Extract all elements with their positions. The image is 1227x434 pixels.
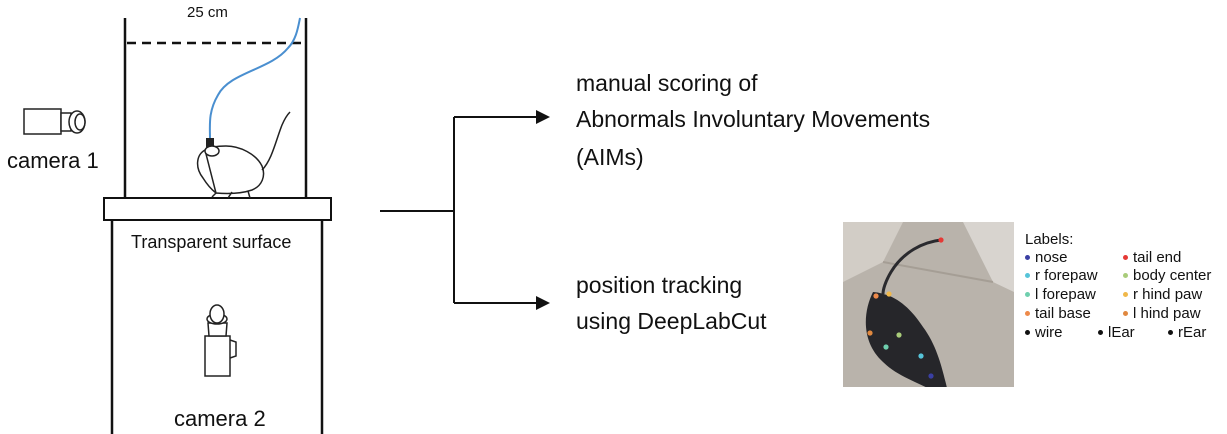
legend-title: Labels:	[1025, 231, 1074, 248]
legend-item-l-forepaw: l forepaw	[1025, 286, 1096, 303]
arrow-head-manual	[536, 110, 550, 124]
branch-arrows	[380, 110, 550, 310]
legend-dot-icon	[1123, 254, 1128, 260]
legend-item-wire: wire	[1025, 324, 1063, 341]
manual-scoring-line3: (AIMs)	[576, 144, 644, 170]
legend-item-l-hind-paw: l hind paw	[1123, 305, 1201, 322]
surface-label: Transparent surface	[131, 232, 292, 252]
transparent-platform	[103, 197, 332, 221]
camera-2-label: camera 2	[174, 406, 266, 431]
legend-dot-icon	[1025, 272, 1030, 278]
legend-item-tail-end: tail end	[1123, 249, 1181, 266]
legend-item-label: lEar	[1108, 324, 1135, 341]
legend-item-label: l forepaw	[1035, 286, 1096, 303]
legend-dot-icon	[1025, 310, 1030, 316]
legend-item-label: r forepaw	[1035, 267, 1098, 284]
legend-item-label: tail end	[1133, 249, 1182, 266]
legend-item-label: body center	[1133, 267, 1212, 284]
mouse-drawing	[196, 111, 291, 199]
legend-item-nose: nose	[1025, 249, 1068, 266]
legend-item-rear: rEar	[1168, 324, 1206, 341]
legend-item-r-forepaw: r forepaw	[1025, 267, 1098, 284]
legend-dot-icon	[1025, 329, 1030, 335]
head-mount-connector	[206, 138, 214, 148]
legend-item-tail-base: tail base	[1025, 305, 1091, 322]
legend-dot-icon	[1123, 291, 1128, 297]
legend-dot-icon	[1168, 329, 1173, 335]
legend-item-label: wire	[1035, 324, 1063, 341]
legend-item-lear: lEar	[1098, 324, 1135, 341]
camera-1-icon	[23, 108, 86, 135]
tracking-line2: using DeepLabCut	[576, 308, 767, 334]
legend-dot-icon	[1025, 291, 1030, 297]
legend-item-label: rEar	[1178, 324, 1207, 341]
tracking-photo-svg	[843, 222, 1014, 387]
tracking-line1: position tracking	[576, 272, 743, 298]
camera-2-icon	[204, 304, 237, 377]
manual-scoring-line1: manual scoring of	[576, 70, 758, 96]
legend-item-label: l hind paw	[1133, 305, 1201, 322]
legend-item-body-center: body center	[1123, 267, 1211, 284]
legend-item-label: tail base	[1035, 305, 1091, 322]
legend-item-label: r hind paw	[1133, 286, 1203, 303]
legend-item-label: nose	[1035, 249, 1068, 266]
camera-1-label: camera 1	[7, 148, 99, 173]
distance-label: 25 cm	[187, 4, 228, 21]
legend-dot-icon	[1025, 254, 1030, 260]
tracking-example-photo	[843, 222, 1014, 387]
legend-dot-icon	[1098, 329, 1103, 335]
manual-scoring-line2: Abnormals Involuntary Movements	[576, 106, 931, 132]
legend-dot-icon	[1123, 272, 1128, 278]
legend-item-r-hind-paw: r hind paw	[1123, 286, 1202, 303]
legend-dot-icon	[1123, 310, 1128, 316]
tether-wire	[208, 17, 301, 141]
arrow-head-tracking	[536, 296, 550, 310]
